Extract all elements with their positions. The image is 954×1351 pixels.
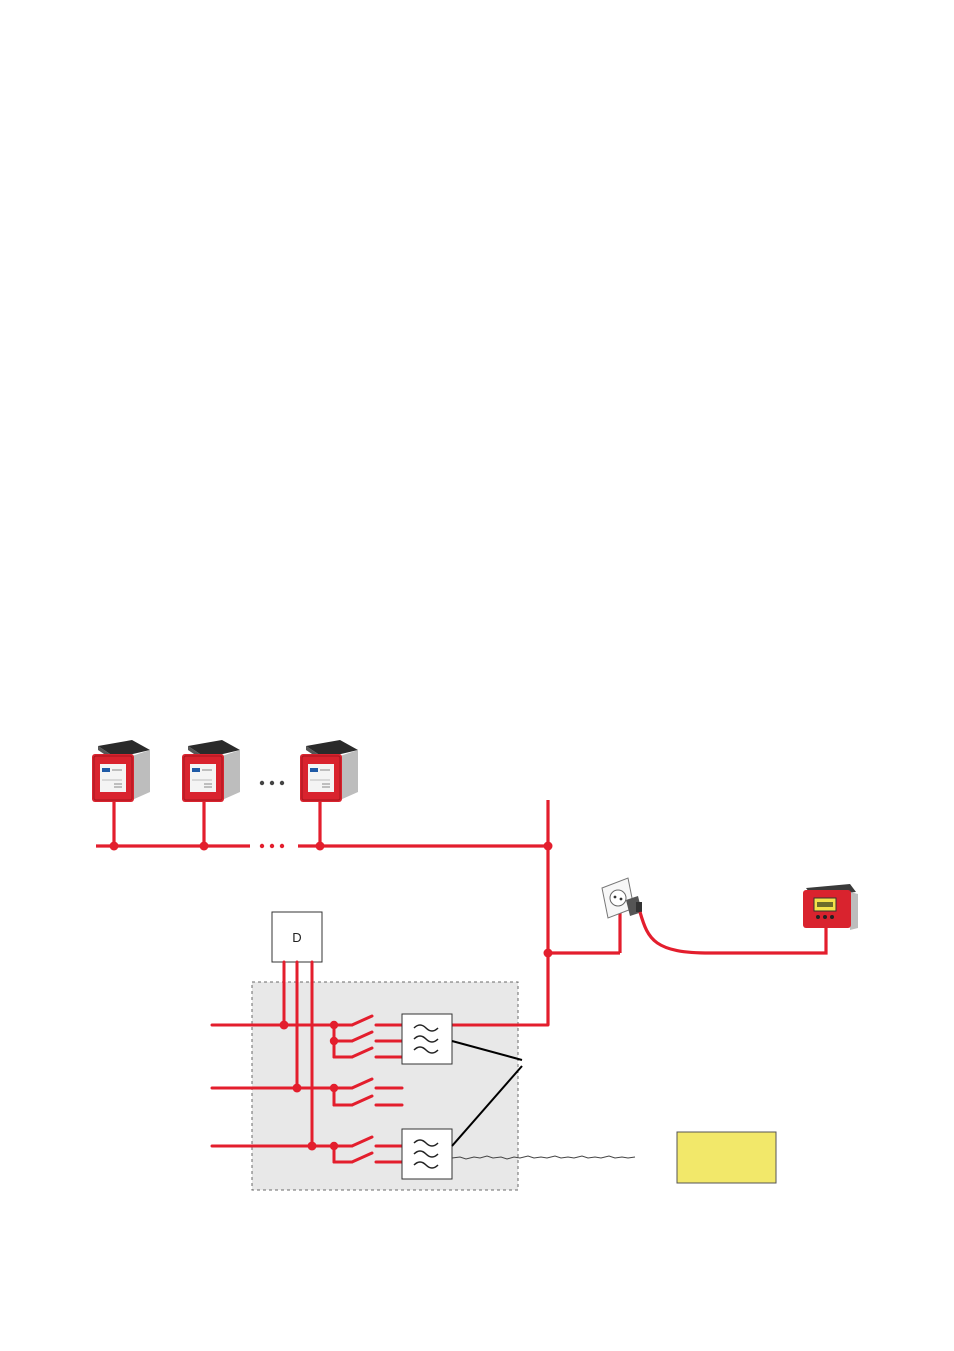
phase-wiring [210,960,550,1164]
junction-dots [279,1020,339,1151]
plug-icon [626,896,642,916]
inverter-icon [181,739,241,803]
filter-icon [401,1128,453,1180]
signal-lines [451,1040,523,1147]
inverter-icon [91,739,151,803]
more-inverters-ellipsis [259,780,285,786]
ac-bus [96,800,622,1025]
switch-module-box [251,981,519,1191]
display-unit-icon [803,884,858,930]
filter-icon [401,1013,453,1065]
bus-dots [109,841,553,958]
distributor-box [271,911,323,963]
target-box [676,1131,777,1184]
noisy-signal-line [451,1155,636,1160]
distributor-label: D [292,930,301,945]
display-cable [638,911,828,955]
inverter-icon [299,739,359,803]
